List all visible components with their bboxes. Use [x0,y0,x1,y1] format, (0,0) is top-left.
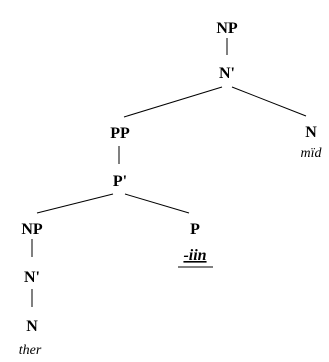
word-mid: mïd [301,146,323,161]
node-n-right: N [305,124,317,141]
node-pp: PP [110,125,130,142]
branch-nbar-top-to-pp [123,86,223,118]
branch-nbar-top-to-n-right [231,86,307,117]
node-nbar-low: N' [24,269,40,286]
node-pbar: P' [113,173,127,190]
node-np-top: NP [216,20,238,37]
word-iin: -iin [183,247,206,264]
node-nbar-top: N' [219,65,235,82]
node-np-low: NP [21,221,43,238]
branch-pbar-to-p [124,193,190,214]
node-n-low: N [26,318,38,335]
branch-pbar-to-np-low [36,193,114,214]
word-ther: ther [19,343,42,358]
node-p: P [190,221,200,238]
